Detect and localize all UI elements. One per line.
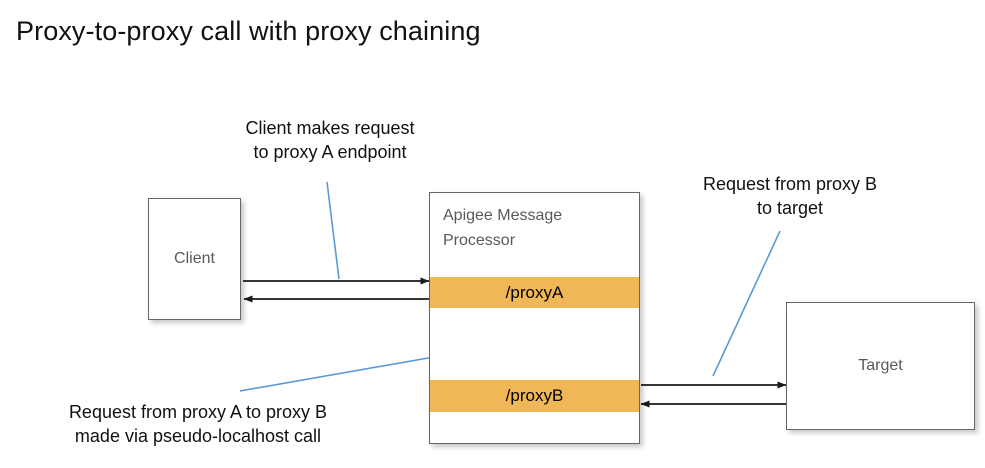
client-node[interactable] [148, 198, 241, 320]
annotation-client-request: Client makes request to proxy A endpoint [245, 118, 415, 162]
target-node[interactable] [786, 302, 975, 430]
proxy-b-bar[interactable]: /proxyB [430, 380, 639, 412]
proxy-a-bar[interactable]: /proxyA [430, 277, 639, 308]
leader-line-client-request [326, 181, 340, 280]
target-node-label: Target [858, 357, 903, 374]
message-processor-node-label: Apigee Message Processor [443, 207, 563, 249]
page-title: Proxy-to-proxy call with proxy chaining [16, 16, 481, 46]
leader-line-target-request [712, 230, 781, 377]
annotation-chaining-call: Request from proxy A to proxy B made via… [68, 402, 328, 446]
client-node-label: Client [174, 250, 215, 267]
annotation-target-request: Request from proxy B to target [702, 174, 878, 218]
